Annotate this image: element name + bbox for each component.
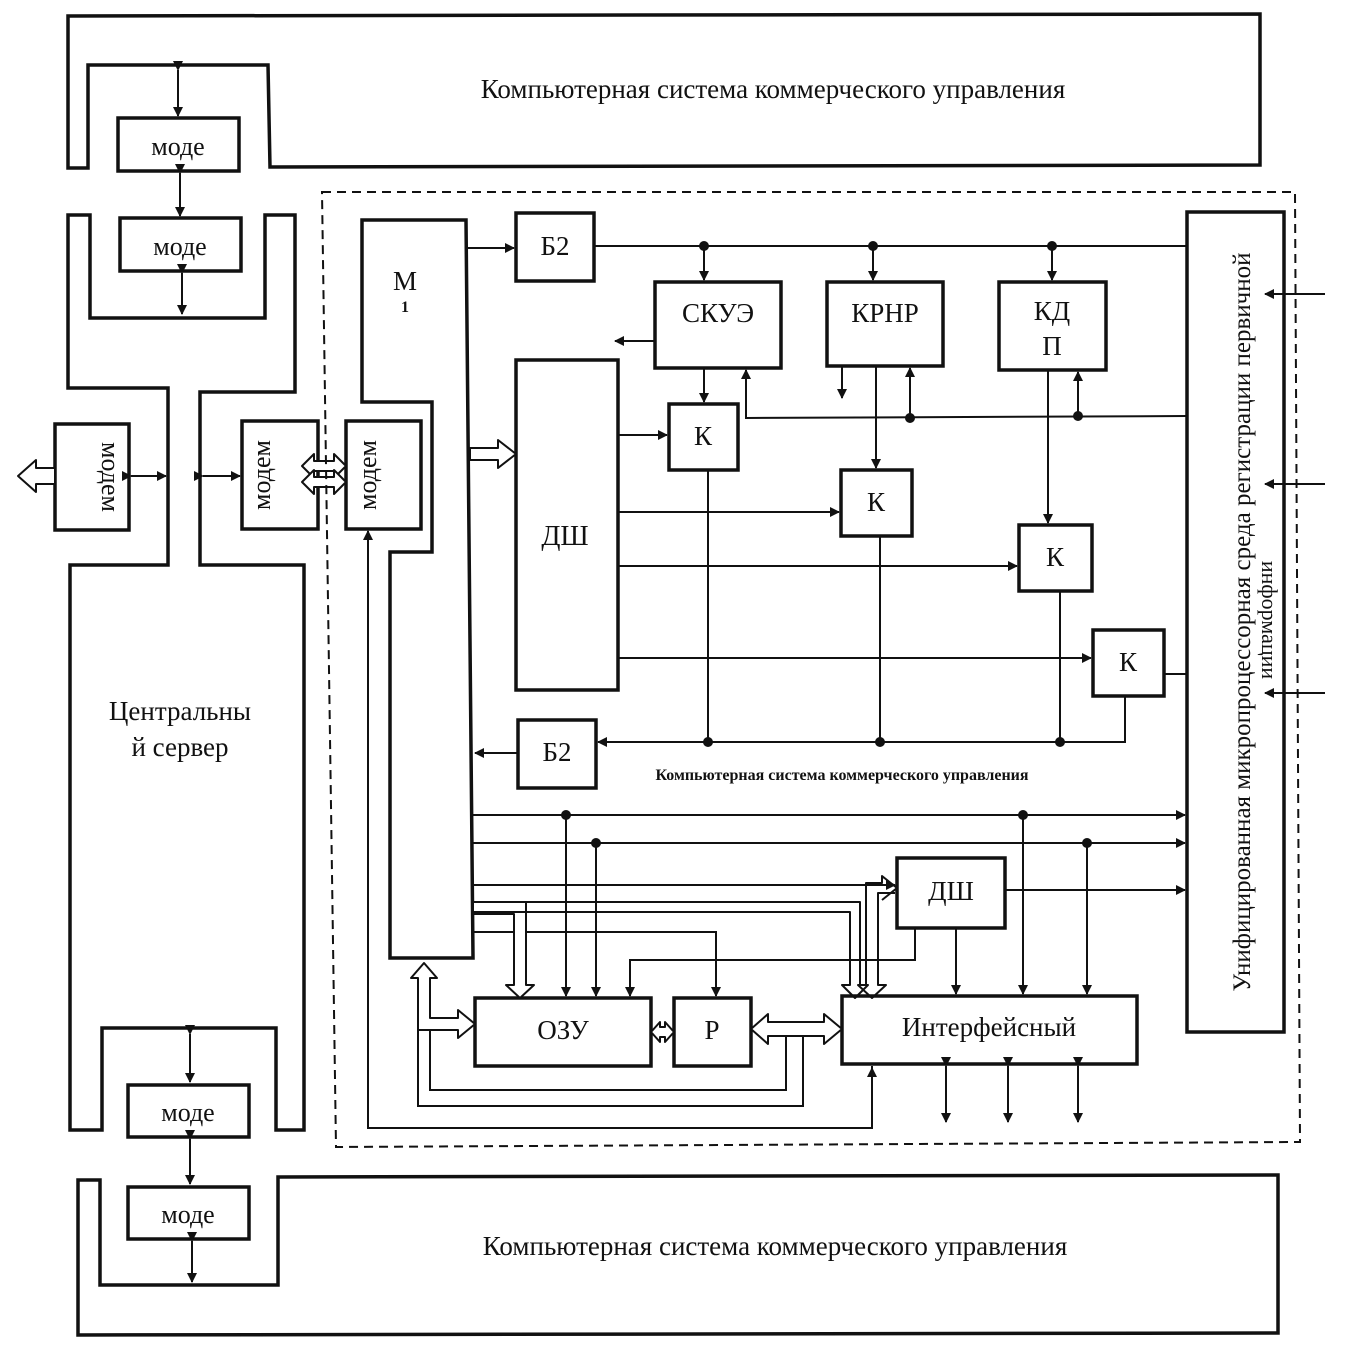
interface-block: Интерфейсный xyxy=(840,994,1139,1066)
modem-bottom-2-label: моде xyxy=(161,1200,214,1229)
dsh-main-block: ДШ xyxy=(514,358,620,692)
modem-top-1-label: моде xyxy=(151,132,204,161)
modem-bottom-arrows xyxy=(185,1025,197,1283)
k-block-1-label: К xyxy=(694,421,713,451)
top-system-label: Компьютерная система коммерческого управ… xyxy=(481,74,1065,104)
modem-top-2: моде xyxy=(118,216,243,273)
unified-label-1: Унифицированная микропроцессорная среда … xyxy=(1229,253,1256,992)
central-server-label-2: й сервер xyxy=(131,732,228,762)
modem-inner-label: модем xyxy=(353,440,382,510)
top-commercial-system: Компьютерная система коммерческого управ… xyxy=(66,12,1262,170)
modem-top-arrows xyxy=(173,61,187,315)
skue-block: СКУЭ xyxy=(653,280,783,370)
modem-center-label: модем xyxy=(247,440,276,510)
k-block-1: К xyxy=(667,402,740,472)
connections xyxy=(363,243,1325,1129)
modem-inner: модем xyxy=(344,419,423,531)
kdp-label-1: КД xyxy=(1034,296,1070,326)
modem-top-1: моде xyxy=(116,116,241,173)
ozu-block: ОЗУ xyxy=(473,996,653,1068)
bottom-system-label: Компьютерная система коммерческого управ… xyxy=(483,1231,1067,1261)
dsh-small-label: ДШ xyxy=(928,876,974,906)
bus-m1-label-2: 1 xyxy=(401,299,409,316)
kdp-label-2: П xyxy=(1042,331,1062,361)
r-block: Р xyxy=(672,996,753,1068)
side-modem-links xyxy=(17,453,347,495)
dsh-main-label: ДШ xyxy=(541,521,588,552)
interface-label: Интерфейсный xyxy=(902,1012,1076,1042)
bus-m1: М 1 xyxy=(360,218,475,960)
k-block-3: К xyxy=(1017,523,1094,593)
modem-top-2-label: моде xyxy=(153,232,206,261)
microprocessor-unit-boundary xyxy=(320,191,1302,1149)
inner-system-label: Компьютерная система коммерческого управ… xyxy=(655,767,1028,784)
ozu-label: ОЗУ xyxy=(537,1015,589,1045)
k-block-2-label: К xyxy=(867,487,886,517)
modem-bottom-2: моде xyxy=(126,1185,251,1241)
dsh-small-block: ДШ xyxy=(895,856,1007,930)
modem-bottom-1-label: моде xyxy=(161,1098,214,1127)
b2-top-label: Б2 xyxy=(540,231,569,261)
b2-bottom-label: Б2 xyxy=(542,737,571,767)
krnr-label: КРНР xyxy=(851,298,919,328)
r-label: Р xyxy=(704,1015,719,1045)
bottom-commercial-system: Компьютерная система коммерческого управ… xyxy=(76,1173,1280,1337)
k-block-4-label: К xyxy=(1119,647,1138,677)
modem-left: модем xyxy=(53,422,131,532)
modem-left-label: модем xyxy=(96,442,125,512)
modem-bottom-1: моде xyxy=(126,1083,251,1139)
unified-label-2: информации xyxy=(1257,561,1282,680)
junction-dots xyxy=(561,241,1092,848)
modem-center: модем xyxy=(240,419,320,531)
skue-label: СКУЭ xyxy=(682,298,754,328)
krnr-block: КРНР xyxy=(825,280,945,368)
b2-top: Б2 xyxy=(514,211,596,283)
kdp-block: КД П xyxy=(997,280,1108,372)
unified-environment-block: Унифицированная микропроцессорная среда … xyxy=(1185,210,1286,1034)
k-block-3-label: К xyxy=(1046,542,1065,572)
b2-bottom: Б2 xyxy=(516,718,598,790)
k-block-2: К xyxy=(839,468,914,538)
bus-m1-label-1: М xyxy=(393,266,417,296)
k-block-4: К xyxy=(1091,628,1166,698)
central-server: Центральны й сервер xyxy=(66,213,306,1132)
central-server-label-1: Центральны xyxy=(109,696,251,726)
